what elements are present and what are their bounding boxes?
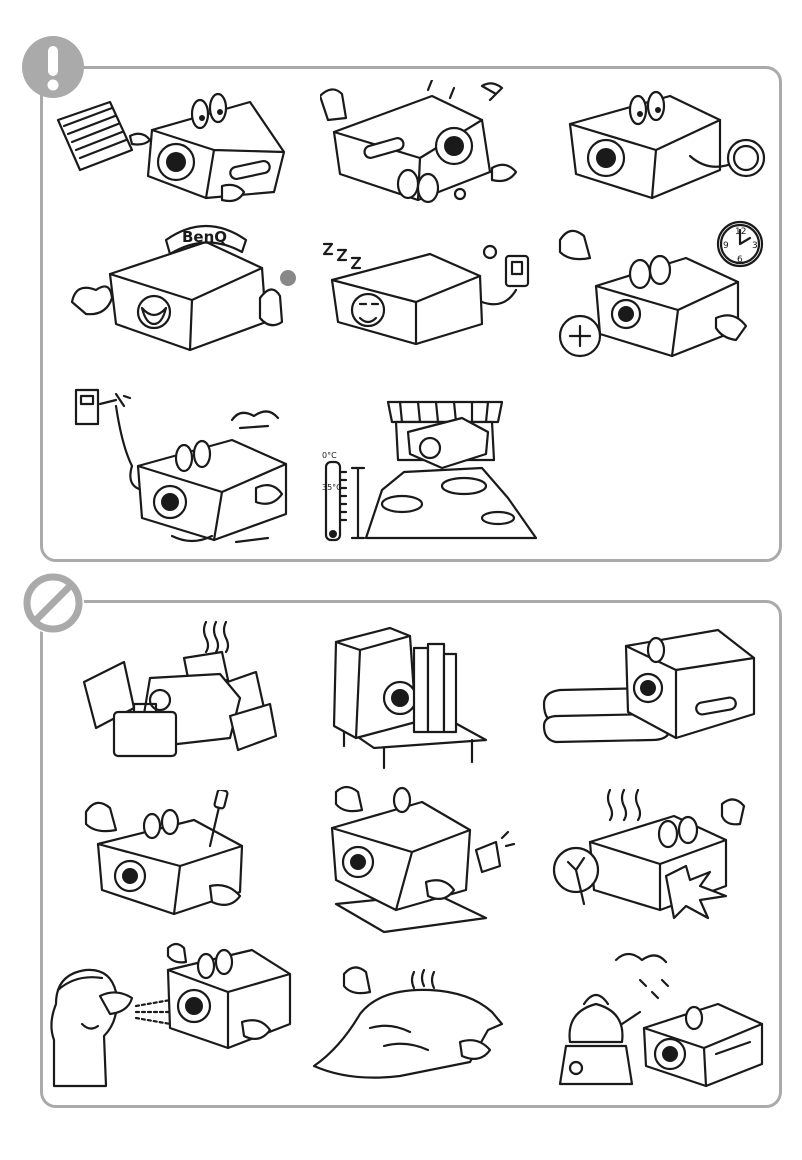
thermometer-label-35c: 35°C [322, 483, 342, 492]
illustration-covered-cloth [310, 958, 506, 1082]
prohibited-badge [22, 572, 84, 634]
illustration-on-blankets [540, 620, 760, 744]
thermometer-label-0c: 0°C [322, 451, 337, 460]
prohibition-icon [23, 573, 83, 633]
clock-number-6: 6 [737, 255, 743, 265]
illustration-books-table [330, 622, 490, 770]
illustration-altitude-temperature: 0°C 35°C [322, 388, 548, 544]
exclamation-icon [47, 46, 59, 91]
illustration-benq-service: BenQ [66, 212, 296, 352]
caution-badge [22, 36, 84, 98]
illustration-tilted-spill [326, 782, 516, 942]
illustration-no-looking-lens [46, 940, 296, 1090]
illustration-near-heat-source [536, 942, 772, 1092]
illustration-lamp-timing: 12 3 6 9 [556, 218, 770, 368]
illustration-no-disassembly [82, 790, 252, 920]
illustration-read-manual [52, 80, 292, 210]
illustration-standby-unplug [320, 240, 540, 345]
clock-number-3: 3 [752, 241, 758, 251]
clock-number-9: 9 [723, 241, 729, 251]
illustration-hot-fan [550, 786, 750, 922]
illustration-lens-cap [560, 84, 770, 204]
illustration-unplug-water [72, 386, 302, 548]
brand-label: BenQ [182, 228, 227, 246]
illustration-blocked-clutter [80, 618, 280, 760]
illustration-ceiling-mount [320, 80, 530, 205]
